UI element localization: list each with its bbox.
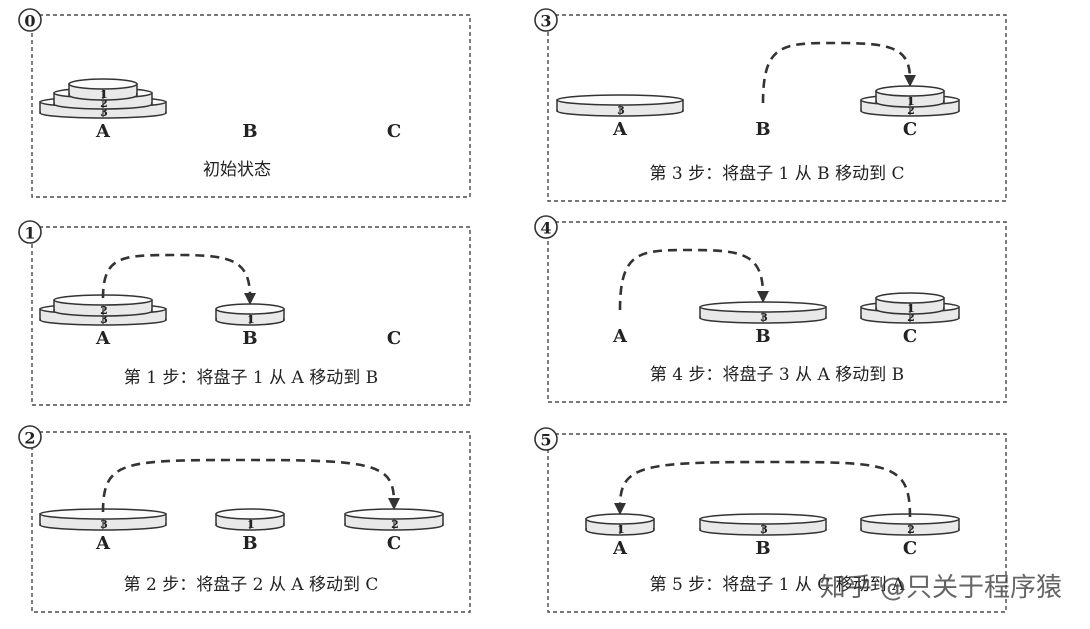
step-badge-circle — [534, 8, 558, 32]
panel-2: 2A B C 3 1 2 第 2 步：将盘子 2 从 A 移动到 C — [18, 425, 471, 613]
peg-label-A: A — [95, 533, 111, 554]
peg-label-C: C — [903, 119, 917, 140]
step-caption: 第 5 步：将盘子 1 从 C 移动到 A — [650, 575, 905, 595]
peg-label-B: B — [755, 119, 770, 140]
panel-frame — [31, 14, 471, 198]
disk-3: 3 — [699, 301, 827, 324]
panel-3: 3A B C 3 21 第 3 步：将盘子 1 从 B 移动到 C — [534, 8, 1007, 202]
panel-frame — [31, 226, 471, 406]
disk-3: 3 — [556, 94, 684, 117]
peg-label-C: C — [903, 326, 917, 347]
disk-1: 1 — [875, 85, 945, 108]
disk-3: 3 — [699, 513, 827, 536]
panel-1: 1A B C 32 1 第 1 步：将盘子 1 从 A 移动到 B — [18, 220, 471, 406]
panel-frame — [547, 433, 1007, 613]
peg-label-A: A — [95, 328, 111, 349]
step-badge: 1 — [24, 224, 35, 243]
disk-number: 2 — [391, 518, 399, 531]
arrow-head — [244, 293, 256, 305]
step-caption: 第 1 步：将盘子 1 从 A 移动到 B — [124, 368, 378, 388]
peg-label-B: B — [242, 121, 257, 142]
move-arrow — [101, 253, 252, 299]
peg-label-C: C — [903, 538, 917, 559]
watermark: 知乎 @只关于程序猿 — [820, 573, 1062, 603]
disk-number: 3 — [100, 106, 108, 119]
disk-1: 1 — [68, 78, 138, 101]
disk-number: 3 — [760, 523, 768, 536]
peg-label-A: A — [612, 119, 628, 140]
step-badge-circle — [534, 427, 558, 451]
panel-frame — [547, 221, 1007, 403]
step-badge-circle — [18, 8, 42, 32]
disk-2: 2 — [53, 294, 153, 317]
disk-number: 1 — [247, 518, 255, 531]
peg-label-B: B — [242, 328, 257, 349]
peg-label-C: C — [387, 533, 401, 554]
step-caption: 第 2 步：将盘子 2 从 A 移动到 C — [124, 575, 379, 595]
step-badge: 0 — [24, 12, 35, 31]
panel-5: 5A B C 1 3 2 第 5 步：将盘子 1 从 C 移动到 A — [534, 427, 1007, 613]
disk-1: 1 — [215, 303, 285, 326]
step-caption: 初始状态 — [203, 160, 271, 180]
step-caption: 第 4 步：将盘子 3 从 A 移动到 B — [650, 365, 904, 385]
disk-2: 2 — [860, 513, 960, 536]
peg-label-A: A — [612, 538, 628, 559]
arrow-head — [757, 291, 769, 303]
disk-3: 3 — [39, 508, 167, 531]
panel-4: 4A B C 3 21 第 4 步：将盘子 3 从 A 移动到 B — [534, 215, 1007, 403]
disk-number: 3 — [100, 313, 108, 326]
peg-label-A: A — [95, 121, 111, 142]
arrow-head — [614, 503, 626, 515]
peg-label-C: C — [387, 328, 401, 349]
step-badge: 5 — [540, 431, 551, 450]
disk-1: 1 — [875, 292, 945, 315]
move-arrow — [101, 458, 396, 513]
step-badge: 3 — [540, 12, 551, 31]
step-badge-circle — [18, 220, 42, 244]
disk-1: 1 — [215, 508, 285, 531]
step-badge: 4 — [540, 219, 551, 238]
move-arrow — [761, 41, 912, 104]
step-badge-circle — [18, 425, 42, 449]
peg-label-B: B — [242, 533, 257, 554]
disk-number: 2 — [907, 523, 915, 536]
move-arrow — [618, 248, 765, 311]
disk-number: 2 — [907, 311, 915, 324]
peg-label-C: C — [387, 121, 401, 142]
disk-number: 1 — [907, 95, 915, 108]
panel-frame — [31, 431, 471, 613]
arrow-head — [388, 498, 400, 510]
disk-number: 1 — [247, 313, 255, 326]
disk-number: 3 — [760, 311, 768, 324]
disk-number: 3 — [617, 104, 625, 117]
disk-number: 3 — [100, 518, 108, 531]
disk-number: 2 — [907, 104, 915, 117]
step-caption: 第 3 步：将盘子 1 从 B 移动到 C — [650, 164, 905, 184]
move-arrow — [618, 460, 912, 518]
panel-0: 0A B C 321 初始状态 — [18, 8, 471, 198]
disk-number: 1 — [907, 302, 915, 315]
disk-number: 2 — [100, 304, 108, 317]
arrow-head — [904, 75, 916, 87]
disk-2: 2 — [344, 508, 444, 531]
step-badge-circle — [534, 215, 558, 239]
peg-label-B: B — [755, 538, 770, 559]
disk-number: 2 — [100, 97, 108, 110]
peg-label-A: A — [612, 326, 628, 347]
disk-1: 1 — [585, 513, 655, 536]
disk-number: 1 — [100, 88, 108, 101]
peg-label-B: B — [755, 326, 770, 347]
step-badge: 2 — [24, 429, 35, 448]
disk-number: 1 — [617, 523, 625, 536]
